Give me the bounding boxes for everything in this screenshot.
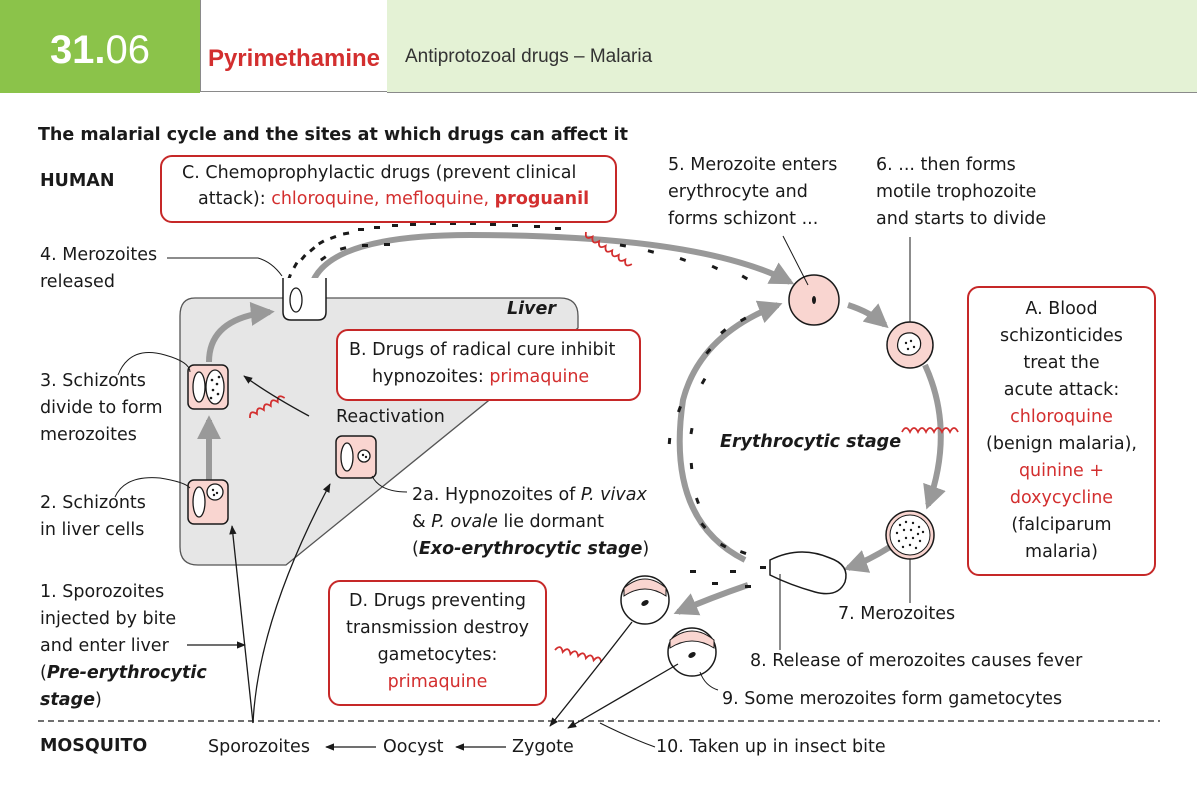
region-human: HUMAN (40, 171, 115, 191)
region-liver: Liver (507, 299, 557, 319)
drug-box-a-text: A. Blood schizonticides treat the acute … (986, 299, 1137, 562)
drug-box-b-line2: hypnozoites: primaquine (372, 367, 590, 387)
page-title: Pyrimethamine (207, 45, 381, 72)
arrow-to-erythrocyte (307, 231, 795, 293)
arrow-to-gametocyte (673, 582, 749, 616)
liver-cell-hypnozoite (335, 435, 377, 479)
gametocyte-1 (620, 575, 670, 625)
erythrocyte-schizont (788, 274, 840, 326)
step-7-label: 7. Merozoites (838, 604, 956, 624)
callout-lines (114, 235, 911, 748)
subtitle-box: Antiprotozoal drugs – Malaria (387, 0, 1197, 93)
arrow-to-release (206, 301, 275, 363)
header: 31.06 Pyrimethamine Antiprotozoal drugs … (0, 0, 1197, 93)
step-3-label: 3. Schizonts divide to form merozoites (40, 371, 163, 445)
arrow-6-to-7 (922, 363, 946, 510)
arrow-5-to-6 (847, 302, 889, 329)
drug-box-c-line2: attack): chloroquine, mefloquine, progua… (198, 189, 590, 209)
drug-box-b-line1: B. Drugs of radical cure inhibit (349, 340, 616, 360)
drug-box-d-text: D. Drugs preventing transmission destroy… (345, 591, 530, 692)
zygote-label: Zygote (512, 737, 574, 757)
arrow-release-to-5 (676, 300, 783, 563)
drug-box-b (336, 329, 641, 401)
step-6-label: 6. ... then forms motile trophozoite and… (876, 155, 1047, 229)
oocyst-label: Oocyst (383, 737, 444, 757)
step-2a-label: 2a. Hypnozoites of P. vivax & P. ovale l… (412, 485, 650, 559)
chapter-number: 31.06 (49, 28, 151, 72)
step-1-label: 1. Sporozoites injected by bite and ente… (40, 582, 207, 710)
reactivation-label: Reactivation (336, 407, 445, 427)
step-10-label: 10. Taken up in insect bite (656, 737, 886, 757)
release-cell (282, 278, 327, 321)
drug-box-a (967, 286, 1156, 576)
gametocyte-2 (667, 627, 717, 677)
chapter-number-box: 31.06 (0, 0, 200, 93)
title-box: Pyrimethamine (200, 0, 388, 92)
sporozoites-label: Sporozoites (208, 737, 310, 757)
step-9-label: 9. Some merozoites form gametocytes (722, 689, 1063, 709)
drug-action-squiggles (249, 231, 959, 663)
drug-box-c-line1: C. Chemoprophylactic drugs (prevent clin… (182, 163, 577, 183)
liver-cell-schizont (187, 479, 229, 525)
burst-erythrocyte (769, 551, 847, 595)
step-2-label: 2. Schizonts in liver cells (40, 493, 146, 540)
liver-cell-schizonts-divide (187, 364, 229, 410)
arrow-7-to-release (843, 542, 895, 573)
step-4-label: 4. Merozoites released (40, 245, 158, 292)
drug-box-d (328, 580, 547, 706)
drug-box-c (160, 155, 617, 223)
region-mosquito: MOSQUITO (40, 736, 148, 756)
erythrocyte-trophozoite (886, 321, 934, 369)
erythrocyte-merozoites (885, 510, 935, 560)
region-erythrocytic: Erythrocytic stage (720, 432, 902, 452)
page-subtitle: Antiprotozoal drugs – Malaria (405, 46, 653, 67)
figure-title: The malarial cycle and the sites at whic… (38, 125, 628, 145)
step-8-label: 8. Release of merozoites causes fever (750, 651, 1083, 671)
step-5-label: 5. Merozoite enters erythrocyte and form… (668, 155, 838, 229)
black-arrows (187, 375, 679, 751)
